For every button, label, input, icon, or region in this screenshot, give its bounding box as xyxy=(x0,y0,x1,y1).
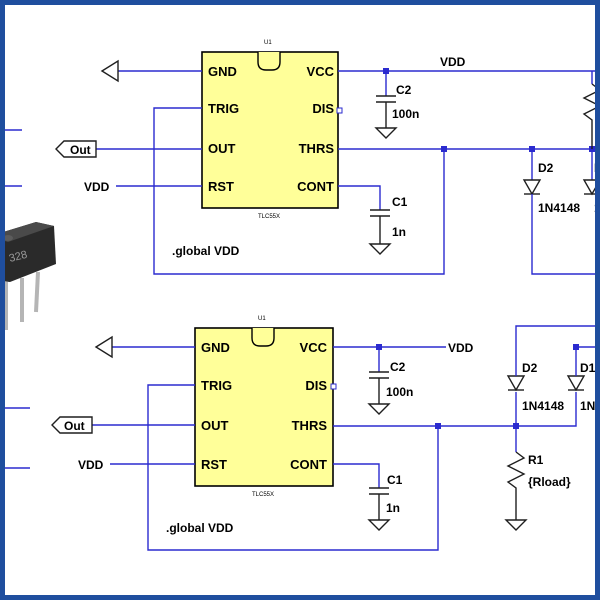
ic-u1-top[interactable] xyxy=(201,51,339,209)
r1-name-bottom: R1 xyxy=(528,453,544,467)
circuit-top: U1 TLC55X GND TRIG OUT RST VCC DIS THRS … xyxy=(55,40,600,275)
ic-designator-bottom: U1 xyxy=(258,316,266,322)
c2-value-bottom: 100n xyxy=(386,385,413,399)
chip-lead-3 xyxy=(34,271,40,313)
chip-photo: 328 xyxy=(0,222,56,330)
c1-value-bottom: 1n xyxy=(386,501,400,515)
cont-wire-top xyxy=(338,185,381,210)
node-thrs-bottom xyxy=(435,423,441,429)
pin-trig-bottom: TRIG xyxy=(201,378,232,393)
pin-out-bottom: OUT xyxy=(201,418,229,433)
vdd-label-bottom: VDD xyxy=(448,341,474,355)
out-flag-label-top: Out xyxy=(70,143,91,157)
pin-cont-bottom: CONT xyxy=(290,457,327,472)
r1-ground-bottom xyxy=(504,519,528,531)
spice-directive-top: .global VDD xyxy=(172,244,240,258)
r1-symbol-bottom xyxy=(506,451,526,520)
d1-symbol-bottom xyxy=(566,375,586,392)
d2-symbol-bottom xyxy=(506,375,526,392)
d2-symbol-top xyxy=(522,179,542,196)
node-thrs-top xyxy=(441,146,447,152)
out-flag-bottom[interactable] xyxy=(51,416,93,434)
c2-name-top: C2 xyxy=(396,83,412,97)
chip-notch xyxy=(3,235,13,241)
pin-thrs-top: THRS xyxy=(299,141,335,156)
pin-out-top: OUT xyxy=(208,141,236,156)
chip-marking: 328 xyxy=(8,249,29,265)
pin-vcc-bottom: VCC xyxy=(300,340,328,355)
pin-cont-top: CONT xyxy=(297,179,334,194)
chip-top-face xyxy=(0,222,54,242)
ground-symbol-bottom xyxy=(94,335,113,359)
trig-loop-bottom xyxy=(147,384,439,551)
c1-name-bottom: C1 xyxy=(387,473,403,487)
c1-ground-top xyxy=(368,243,392,255)
c1-ground-bottom xyxy=(367,519,391,531)
circuit-bottom: U1 TLC55X GND TRIG OUT RST VCC DIS THRS … xyxy=(51,316,600,551)
out-flag-top[interactable] xyxy=(55,140,97,158)
pin-dis-bottom: DIS xyxy=(305,378,327,393)
ic-notch-top xyxy=(257,52,281,71)
d1-lower-wire-bottom xyxy=(516,392,577,427)
d2-value-bottom: 1N4148 xyxy=(522,399,564,413)
ic-designator-top: U1 xyxy=(264,40,272,46)
spice-directive-bottom: .global VDD xyxy=(166,521,234,535)
r1-value-bottom: {Rload} xyxy=(528,475,571,489)
dis-open-pin-bottom xyxy=(330,383,337,390)
d1-name-bottom: D1 xyxy=(580,361,596,375)
d2-return-top xyxy=(531,194,600,275)
d2-upper-wire-bottom xyxy=(515,325,600,376)
ic-part-bottom: TLC55X xyxy=(252,492,274,498)
ic-part-top: TLC55X xyxy=(258,214,280,220)
vdd-rst-label-bottom: VDD xyxy=(78,458,104,472)
pin-dis-top: DIS xyxy=(312,101,334,116)
trig-loop-top xyxy=(153,107,445,275)
vdd-rail-label-top: VDD xyxy=(440,55,466,69)
pin-rst-top: RST xyxy=(208,179,234,194)
pin-gnd-top: GND xyxy=(208,64,237,79)
d2-value-top: 1N4148 xyxy=(538,201,580,215)
d2-name-bottom: D2 xyxy=(522,361,538,375)
pin-thrs-bottom: THRS xyxy=(292,418,328,433)
pin-rst-bottom: RST xyxy=(201,457,227,472)
out-flag-label-bottom: Out xyxy=(64,419,85,433)
vdd-rst-label-top: VDD xyxy=(84,180,110,194)
ground-symbol-top xyxy=(100,59,119,83)
c2-ground-bottom xyxy=(367,403,391,415)
dis-open-pin-top xyxy=(336,107,343,114)
cont-wire-bottom xyxy=(333,463,380,488)
c1-value-top: 1n xyxy=(392,225,406,239)
pin-vcc-top: VCC xyxy=(307,64,335,79)
pin-trig-top: TRIG xyxy=(208,101,239,116)
ic-notch-bottom xyxy=(251,328,275,347)
c1-name-top: C1 xyxy=(392,195,408,209)
c2-name-bottom: C2 xyxy=(390,360,406,374)
c2-value-top: 100n xyxy=(392,107,419,121)
resistor-partial-top xyxy=(582,83,600,149)
c2-ground-top xyxy=(374,127,398,139)
pin-gnd-bottom: GND xyxy=(201,340,230,355)
d2-name-top: D2 xyxy=(538,161,554,175)
ic-u1-bottom[interactable] xyxy=(194,327,334,487)
node-d1-bottom xyxy=(573,344,579,350)
